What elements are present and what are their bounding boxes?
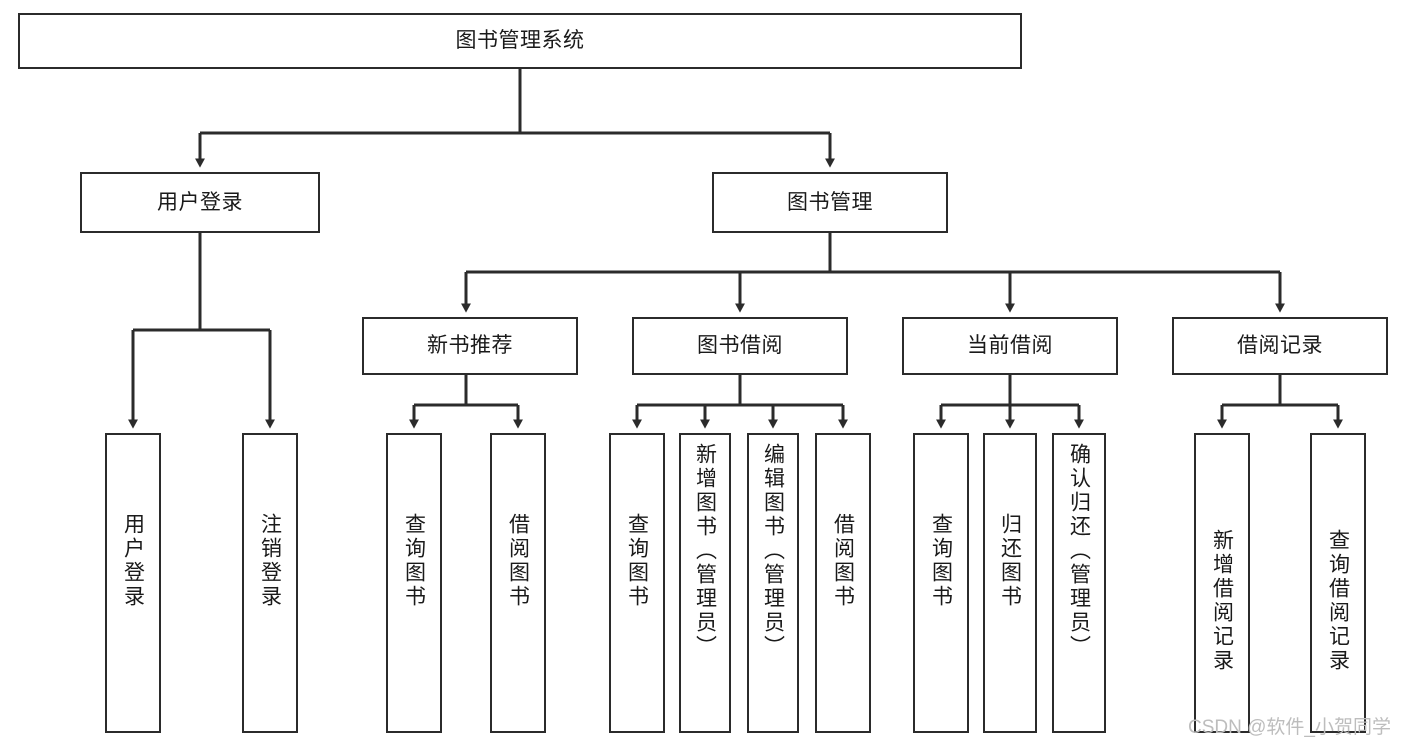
leaf-add-record-label: 新增借阅记录 <box>1210 529 1234 673</box>
leaf-query-record-label: 查询借阅记录 <box>1326 529 1350 673</box>
leaf-borrow-book-1[interactable]: 借阅图书 <box>490 433 546 733</box>
leaf-confirm-return-label: 确认归还（管理员） <box>1067 443 1091 659</box>
leaf-user-login[interactable]: 用户登录 <box>105 433 161 733</box>
leaf-return-book-label: 归还图书 <box>998 513 1022 609</box>
leaf-confirm-return[interactable]: 确认归还（管理员） <box>1052 433 1106 733</box>
node-root[interactable]: 图书管理系统 <box>18 13 1022 69</box>
leaf-user-login-label: 用户登录 <box>121 513 145 609</box>
leaf-edit-book[interactable]: 编辑图书（管理员） <box>747 433 799 733</box>
leaf-borrow-book-2-label: 借阅图书 <box>831 513 855 609</box>
node-book-manage-label: 图书管理 <box>787 190 873 214</box>
node-new-book-rec-label: 新书推荐 <box>427 334 513 358</box>
leaf-query-book-1[interactable]: 查询图书 <box>386 433 442 733</box>
leaf-query-book-3-label: 查询图书 <box>929 513 953 609</box>
leaf-add-book-label: 新增图书（管理员） <box>693 443 717 659</box>
leaf-query-record[interactable]: 查询借阅记录 <box>1310 433 1366 733</box>
node-book-manage[interactable]: 图书管理 <box>712 172 948 233</box>
node-book-borrow[interactable]: 图书借阅 <box>632 317 848 375</box>
leaf-user-logout-label: 注销登录 <box>258 513 282 609</box>
leaf-query-book-3[interactable]: 查询图书 <box>913 433 969 733</box>
node-borrow-record-label: 借阅记录 <box>1237 334 1323 358</box>
leaf-edit-book-label: 编辑图书（管理员） <box>761 443 785 659</box>
leaf-user-logout[interactable]: 注销登录 <box>242 433 298 733</box>
leaf-borrow-book-2[interactable]: 借阅图书 <box>815 433 871 733</box>
leaf-add-book[interactable]: 新增图书（管理员） <box>679 433 731 733</box>
node-book-borrow-label: 图书借阅 <box>697 334 783 358</box>
leaf-query-book-2[interactable]: 查询图书 <box>609 433 665 733</box>
leaf-query-book-2-label: 查询图书 <box>625 513 649 609</box>
node-current-borrow[interactable]: 当前借阅 <box>902 317 1118 375</box>
leaf-query-book-1-label: 查询图书 <box>402 513 426 609</box>
node-root-label: 图书管理系统 <box>455 29 585 53</box>
node-current-borrow-label: 当前借阅 <box>967 334 1053 358</box>
leaf-borrow-book-1-label: 借阅图书 <box>506 513 530 609</box>
node-new-book-rec[interactable]: 新书推荐 <box>362 317 578 375</box>
node-borrow-record[interactable]: 借阅记录 <box>1172 317 1388 375</box>
node-user-login-label: 用户登录 <box>157 190 243 214</box>
csdn-watermark: CSDN @软件_小贺同学 <box>1188 717 1391 738</box>
leaf-return-book[interactable]: 归还图书 <box>983 433 1037 733</box>
node-user-login[interactable]: 用户登录 <box>80 172 320 233</box>
leaf-add-record[interactable]: 新增借阅记录 <box>1194 433 1250 733</box>
